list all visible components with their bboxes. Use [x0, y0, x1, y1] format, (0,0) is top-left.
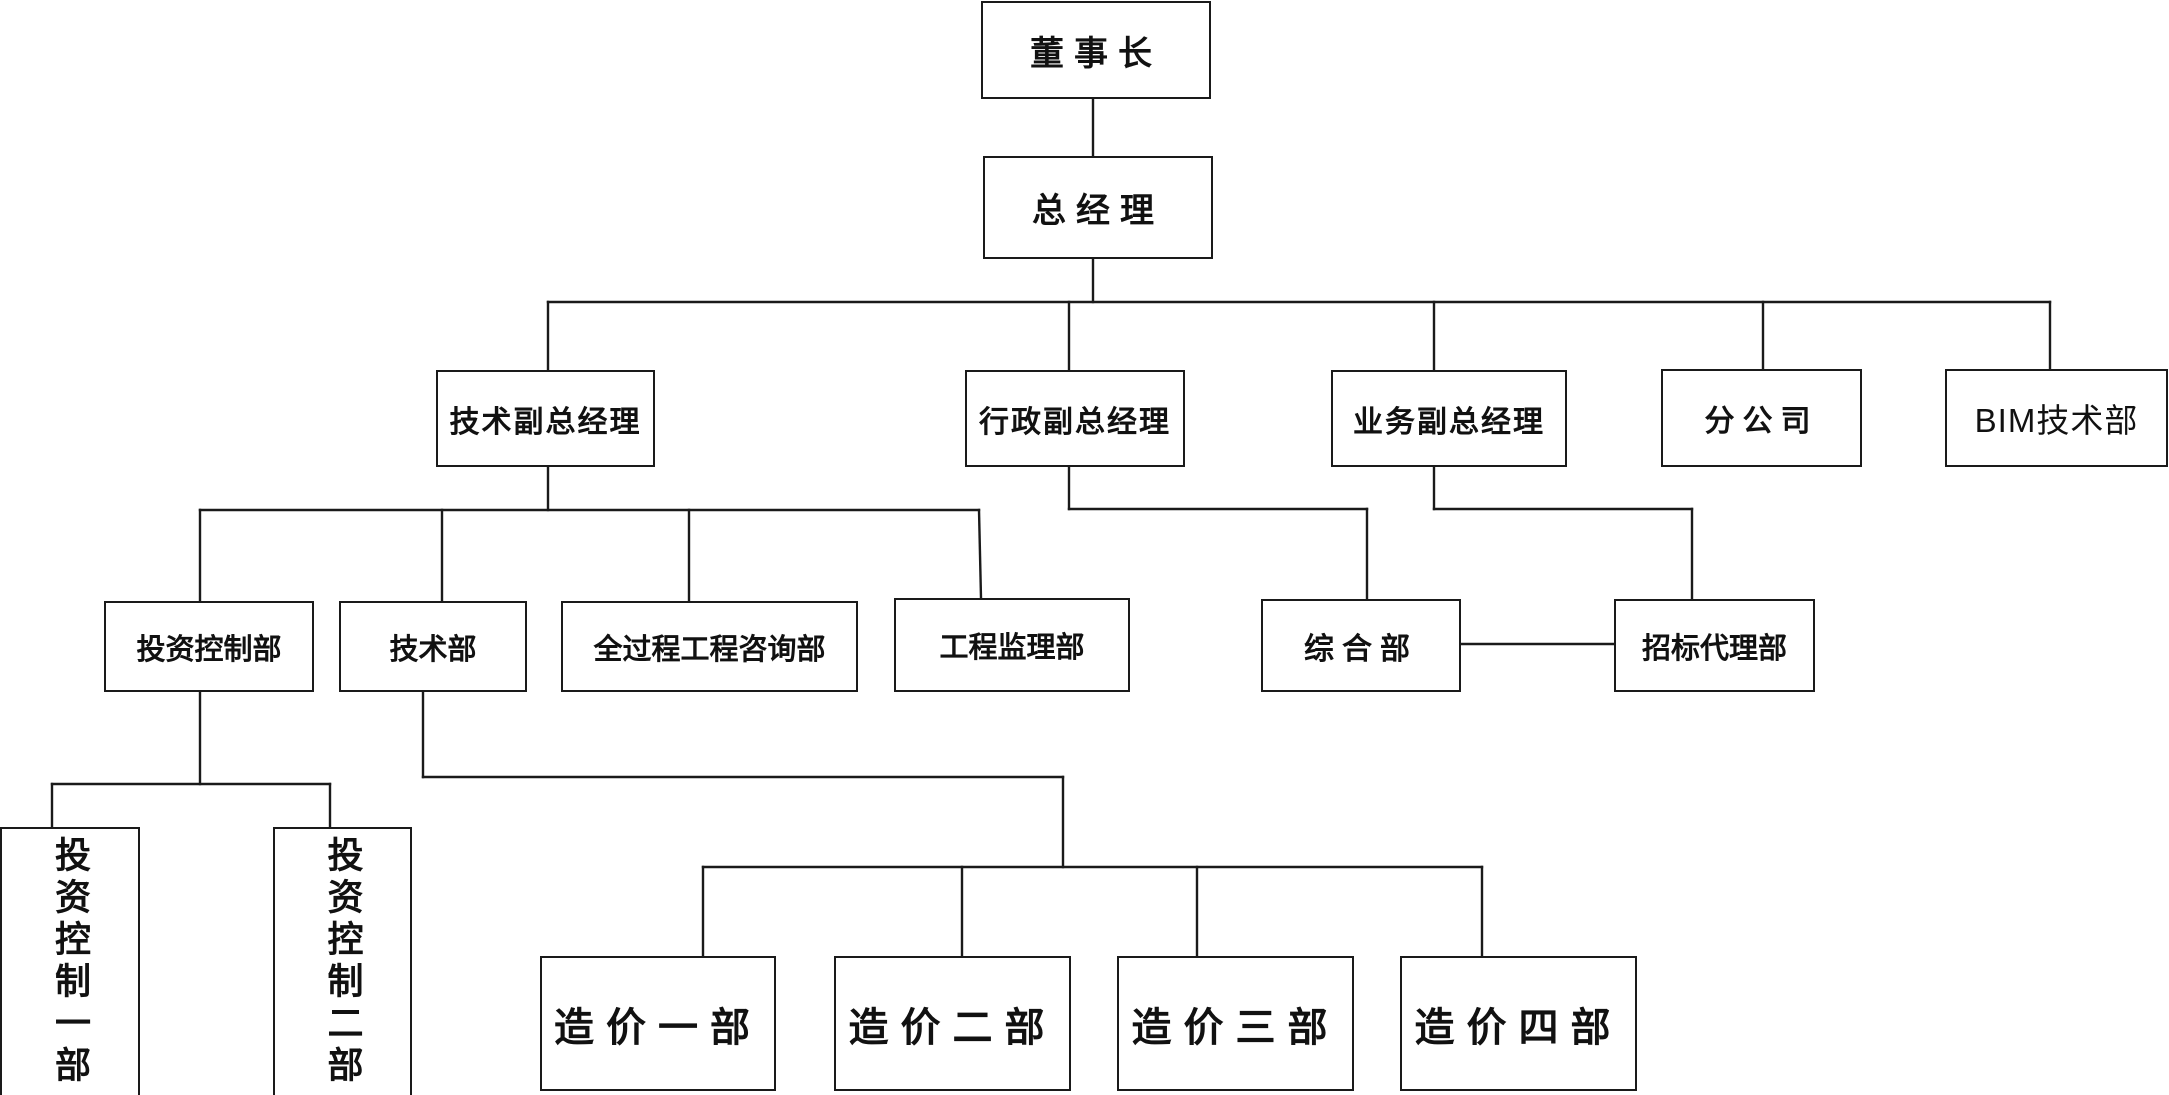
node-tech-vp-label: 技术副总经理 — [449, 404, 642, 440]
node-general-affairs-label: 综合部 — [1304, 631, 1418, 667]
node-invest-control-2: 投资控制二部 — [273, 827, 412, 1095]
node-chairman: 董事长 — [981, 1, 1211, 99]
node-chairman-label: 董事长 — [1030, 33, 1162, 74]
node-invest-control-1: 投资控制一部 — [0, 827, 140, 1095]
node-cost-4-label: 造价四部 — [1414, 1003, 1623, 1051]
node-bim-label: BIM技术部 — [1974, 402, 2139, 439]
node-invest-control-label: 投资控制部 — [136, 631, 282, 666]
node-tech-vp: 技术副总经理 — [436, 370, 655, 467]
node-cost-3: 造价三部 — [1117, 956, 1354, 1091]
node-business-vp-label: 业务副总经理 — [1353, 404, 1545, 440]
node-tender-agency: 招标代理部 — [1614, 599, 1815, 692]
node-cost-1-label: 造价一部 — [554, 1003, 762, 1051]
node-invest-control-1-label: 投资控制一部 — [49, 836, 91, 1088]
node-full-process-label: 全过程工程咨询部 — [593, 631, 826, 666]
node-supervision: 工程监理部 — [894, 598, 1130, 692]
node-general-manager-label: 总经理 — [1032, 191, 1164, 231]
node-cost-2: 造价二部 — [834, 956, 1071, 1091]
node-full-process: 全过程工程咨询部 — [561, 601, 858, 692]
node-supervision-label: 工程监理部 — [939, 630, 1085, 664]
node-tech-dept-label: 技术部 — [389, 631, 477, 666]
node-invest-control-2-label: 投资控制二部 — [321, 836, 364, 1088]
node-business-vp: 业务副总经理 — [1331, 370, 1567, 467]
node-admin-vp-label: 行政副总经理 — [979, 404, 1171, 440]
node-cost-4: 造价四部 — [1400, 956, 1637, 1091]
node-admin-vp: 行政副总经理 — [965, 370, 1185, 467]
node-tender-agency-label: 招标代理部 — [1641, 630, 1787, 665]
node-general-manager: 总经理 — [983, 156, 1213, 259]
node-branch-label: 分公司 — [1704, 404, 1819, 439]
node-tech-dept: 技术部 — [339, 601, 527, 692]
node-bim: BIM技术部 — [1945, 369, 2168, 467]
node-branch: 分公司 — [1661, 369, 1862, 467]
node-general-affairs: 综合部 — [1261, 599, 1461, 692]
node-cost-2-label: 造价二部 — [848, 1003, 1057, 1051]
node-cost-1: 造价一部 — [540, 956, 776, 1091]
node-cost-3-label: 造价三部 — [1131, 1003, 1340, 1051]
connector-to-supervision — [977, 508, 983, 600]
node-invest-control: 投资控制部 — [104, 601, 314, 692]
